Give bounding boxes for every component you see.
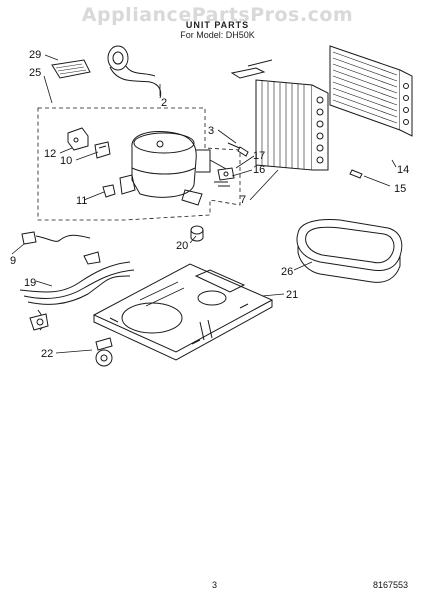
callout-3: 3: [208, 125, 214, 137]
compressor-group-outline: [37, 107, 241, 221]
callout-26: 26: [281, 266, 293, 278]
part-21-base-pan: [92, 263, 274, 361]
callout-17: 17: [253, 150, 265, 162]
callout-7: 7: [240, 194, 246, 206]
callout-11: 11: [76, 195, 87, 207]
part-12-overload: [67, 127, 89, 151]
part-15-screw: [349, 169, 363, 179]
part-7-condenser: [230, 59, 329, 171]
callout-16: 16: [253, 164, 265, 176]
part-11-cap: [102, 184, 116, 198]
part-10-relay: [94, 141, 111, 159]
part-26-drain-pan: [296, 219, 403, 283]
leader-lines: [11, 54, 397, 354]
part-14-evaporator: [329, 45, 413, 137]
callout-25: 25: [29, 67, 41, 79]
diagram-subtitle: For Model: DH50K: [180, 30, 255, 40]
part-2-tube: [107, 45, 162, 99]
callout-10: 10: [60, 155, 72, 167]
part-16-17-fittings: [214, 167, 235, 187]
callout-12: 12: [44, 148, 56, 160]
watermark: AppliancePartsPros.com: [81, 4, 354, 26]
part-20-grommet: [190, 225, 204, 242]
callout-2: 2: [161, 97, 167, 109]
part-9-power-cord: [21, 231, 91, 245]
callout-29: 29: [29, 49, 41, 61]
part-22-caster: [95, 337, 113, 367]
compressor: [119, 131, 229, 206]
callout-22: 22: [41, 348, 53, 360]
page-number: 3: [212, 580, 218, 590]
callout-15: 15: [394, 183, 406, 195]
callout-20: 20: [176, 240, 188, 252]
callout-21: 21: [286, 289, 298, 301]
callout-9: 9: [10, 255, 16, 267]
part-29-plate: [51, 59, 91, 79]
callout-19: 19: [24, 277, 36, 289]
document-number: 8167553: [373, 580, 409, 590]
diagram-title: UNIT PARTS: [185, 20, 250, 30]
callout-14: 14: [397, 164, 409, 176]
part-19-wire-harness: [19, 251, 135, 331]
part-3-screw: [227, 142, 249, 157]
